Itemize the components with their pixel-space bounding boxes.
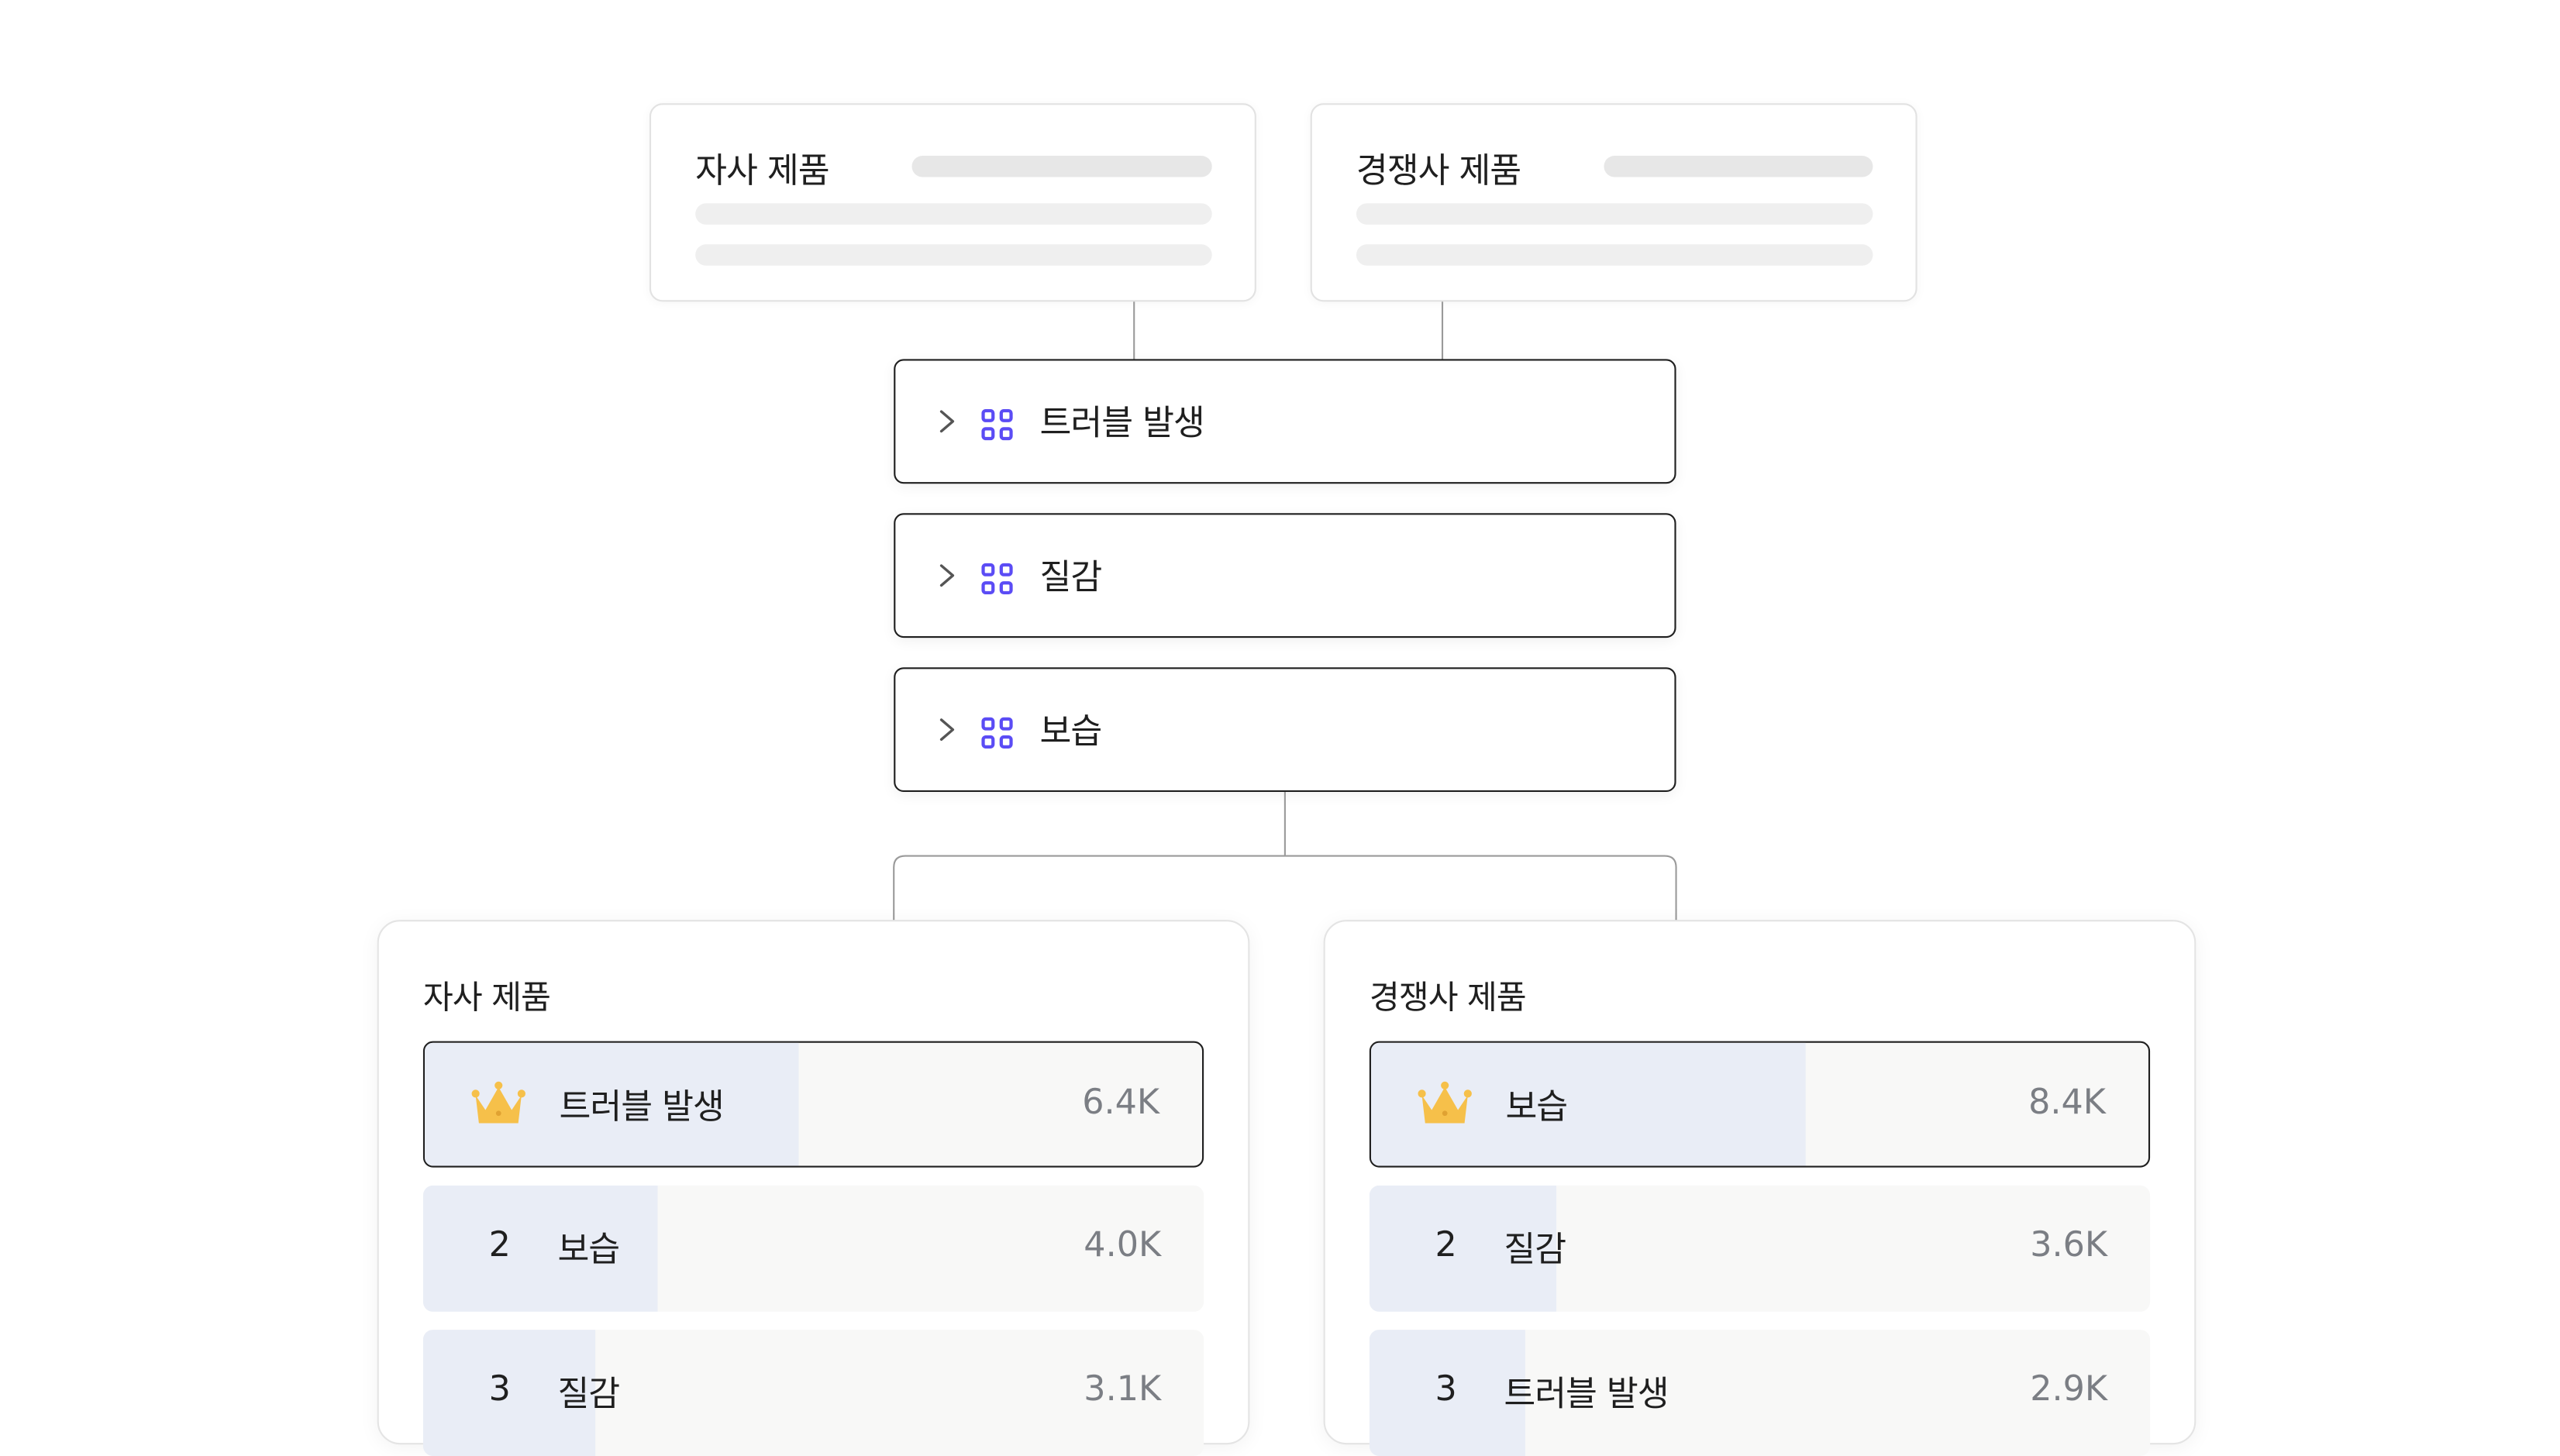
rank-label: 질감 — [557, 1374, 620, 1413]
top-card-competitor-product: 경쟁사 제품 — [1310, 103, 1917, 302]
top-card-title: 경쟁사 제품 — [1356, 150, 1521, 191]
rank-value: 3.1K — [1084, 1368, 1162, 1409]
chevron-right-icon — [939, 718, 955, 742]
chevron-right-icon — [939, 564, 955, 587]
panel-title: 경쟁사 제품 — [1369, 977, 1527, 1017]
rank-value: 2.9K — [2030, 1368, 2108, 1409]
rank-item-2[interactable]: 2 보습 4.0K — [422, 1185, 1204, 1312]
category-label: 트러블 발생 — [1039, 403, 1205, 443]
top-card-own-product: 자사 제품 — [649, 103, 1256, 302]
grid-icon — [981, 408, 1013, 441]
rank-label: 보습 — [1505, 1086, 1568, 1127]
rank-item-1[interactable]: 보습 8.4K — [1369, 1041, 2151, 1168]
connector-line — [1133, 301, 1135, 361]
rank-number: 2 — [488, 1224, 511, 1265]
chevron-right-icon — [939, 410, 955, 433]
rank-item-2[interactable]: 2 질감 3.6K — [1369, 1185, 2151, 1312]
rank-value: 8.4K — [2028, 1082, 2106, 1122]
top-card-title: 자사 제품 — [695, 150, 829, 191]
ranking-panel-competitor-product: 경쟁사 제품 보습 8.4K 2 질감 3.6K 3 트러블 발생 2.9K — [1323, 920, 2197, 1456]
skeleton-line — [1604, 156, 1873, 177]
rank-value: 3.6K — [2030, 1224, 2108, 1265]
grid-icon — [981, 563, 1013, 595]
skeleton-line — [695, 244, 1212, 266]
rank-item-1[interactable]: 트러블 발생 6.4K — [422, 1041, 1204, 1168]
rank-number: 2 — [1435, 1224, 1457, 1265]
skeleton-line — [1356, 203, 1873, 225]
rank-number: 3 — [1435, 1368, 1457, 1409]
diagram-stage: 자사 제품 경쟁사 제품 트러블 발생 질감 — [377, 103, 2197, 1456]
skeleton-line — [695, 203, 1212, 225]
category-row-moisture[interactable]: 보습 — [894, 667, 1676, 793]
rank-label: 트러블 발생 — [559, 1086, 725, 1127]
rank-item-3[interactable]: 3 질감 3.1K — [422, 1330, 1204, 1456]
rank-label: 트러블 발생 — [1504, 1374, 1669, 1413]
rank-item-3[interactable]: 3 트러블 발생 2.9K — [1369, 1330, 2151, 1456]
rank-value: 6.4K — [1082, 1082, 1160, 1122]
ranking-panel-own-product: 자사 제품 트러블 발생 6.4K 2 보습 4.0K 3 질감 3.1K — [377, 920, 1250, 1456]
rank-number: 3 — [488, 1368, 511, 1409]
rank-bar-fill — [422, 1185, 658, 1312]
connector-line — [1283, 792, 1286, 856]
crown-icon — [471, 1081, 525, 1124]
rank-value: 4.0K — [1084, 1224, 1162, 1265]
panel-title: 자사 제품 — [422, 977, 551, 1017]
rank-label: 보습 — [557, 1230, 620, 1269]
rank-bar-fill — [425, 1042, 798, 1166]
skeleton-line — [1356, 244, 1873, 266]
grid-icon — [981, 717, 1013, 749]
category-row-texture[interactable]: 질감 — [894, 513, 1676, 639]
connector-line — [1441, 301, 1444, 361]
category-row-trouble[interactable]: 트러블 발생 — [894, 359, 1676, 484]
category-label: 질감 — [1039, 557, 1103, 597]
branch-connector — [893, 855, 1677, 922]
rank-bar-fill — [1369, 1185, 1557, 1312]
category-label: 보습 — [1039, 711, 1103, 752]
crown-icon — [1418, 1081, 1472, 1124]
rank-label: 질감 — [1504, 1230, 1566, 1269]
skeleton-line — [911, 156, 1212, 177]
